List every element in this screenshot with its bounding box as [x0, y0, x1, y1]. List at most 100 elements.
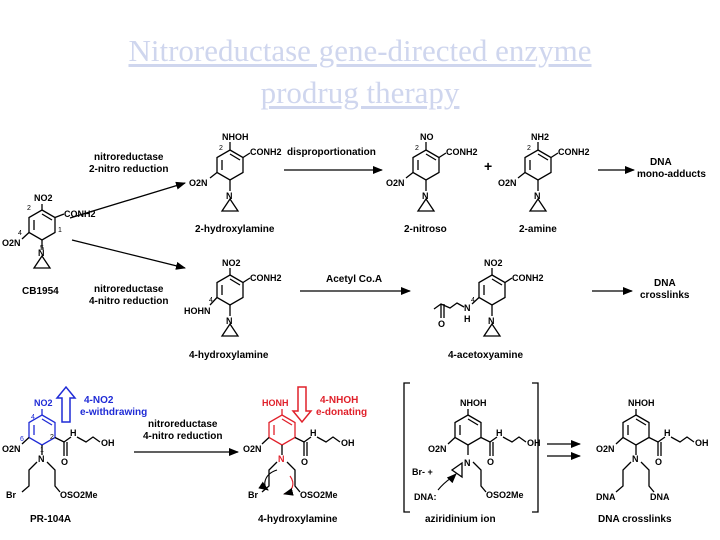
pr-104a-br: Br: [6, 490, 16, 500]
2-hydroxylamine-n: N: [226, 191, 233, 201]
4-hydroxylamine-hohn: HOHN: [184, 306, 211, 316]
aziridinium-nhoh: NHOH: [460, 398, 487, 408]
aziridinium-label: aziridinium ion: [425, 514, 496, 525]
crosslink-o2n: O2N: [596, 444, 615, 454]
arrow-4-nitro-reduction: [71, 239, 186, 270]
crosslink-h: H: [664, 428, 671, 438]
bottom-hydroxylamine-label: 4-hydroxylamine: [258, 514, 338, 525]
pr-104a-carbonyl-o: O: [61, 457, 68, 467]
2-nitroso-o2n: O2N: [386, 178, 405, 188]
aziridinium-h: H: [496, 428, 503, 438]
2-amine-nh2: NH2: [531, 132, 549, 142]
bracket-right: [532, 382, 539, 513]
bottom-hydroxylamine-oh: OH: [341, 438, 355, 448]
2-amine-label: 2-amine: [519, 224, 557, 235]
outcome-crosslinks-line1: DNA: [654, 278, 676, 289]
disproportionation-label: disproportionation: [287, 147, 376, 158]
pr-104a-pos-2: 2: [50, 434, 54, 441]
aziridinium-counter-ion: Br- +: [412, 467, 433, 477]
aziridinium-oh: OH: [527, 438, 541, 448]
dna-crosslinks-label: DNA crosslinks: [598, 514, 672, 525]
pr-104a-pos-6: 6: [20, 436, 24, 443]
4-acetoxyamine-nh-n: N: [464, 303, 471, 313]
4-acetoxyamine-pos: 4: [471, 297, 475, 304]
crosslink-nhoh: NHOH: [628, 398, 655, 408]
4-acetoxyamine-structure: NO2 CONH2 O N H N 4 4-acetoxyamine: [433, 258, 544, 361]
4-acetoxyamine-h: H: [464, 314, 471, 324]
dna-crosslinks-structure: NHOH O2N N H OH DNA DNA O DNA crosslinks: [596, 398, 709, 525]
2-nitroso-no: NO: [420, 132, 434, 142]
4-hydroxylamine-n: N: [226, 316, 233, 326]
pr-104a-o2n: O2N: [2, 444, 21, 454]
bottom-hydroxylamine-o2n: O2N: [243, 444, 262, 454]
step-2nitro-line2: 2-nitro reduction: [89, 164, 168, 175]
4-acetoxyamine-label: 4-acetoxyamine: [448, 350, 523, 361]
bottom-hydroxylamine-carbonyl-o: O: [301, 457, 308, 467]
aziridinium-ion-structure: NHOH O2N N H OH OSO2Me O Br- + DNA: azir…: [412, 398, 541, 525]
2-nitroso-n: N: [422, 191, 429, 201]
step-4nitro-line1: nitroreductase: [94, 284, 164, 295]
2-hydroxylamine-o2n: O2N: [189, 178, 208, 188]
bracket-left: [403, 382, 410, 513]
2-hydroxylamine-structure: NHOH CONH2 O2N N 2 2-hydroxylamine: [189, 132, 282, 235]
cb1954-pos-4: 4: [18, 230, 22, 237]
2-amine-pos: 2: [527, 145, 531, 152]
4-acetoxyamine-carbonyl-o: O: [438, 319, 445, 329]
2-hydroxylamine-nhoh: NHOH: [222, 132, 249, 142]
pr-104a-label: PR-104A: [30, 514, 71, 525]
aziridinium-nucleophile: DNA:: [414, 492, 437, 502]
bottom-hydroxylamine-h: H: [310, 428, 317, 438]
bottom-step-line2: 4-nitro reduction: [143, 431, 222, 442]
crosslink-dna-left: DNA: [596, 492, 616, 502]
acetyl-coa-label: Acetyl Co.A: [326, 274, 382, 285]
annotation-4-no2: 4-NO2: [84, 395, 114, 406]
outcome-crosslinks-line2: crosslinks: [640, 290, 690, 301]
pr-104a-no2: NO2: [34, 398, 53, 408]
2-amine-conh2: CONH2: [558, 147, 590, 157]
2-amine-n: N: [534, 191, 541, 201]
2-amine-structure: NH2 CONH2 O2N N 2 2-amine: [498, 132, 590, 235]
annotation-4-nhoh: 4-NHOH: [320, 395, 358, 406]
2-nitroso-structure: NO CONH2 O2N N 2 2-nitroso: [386, 132, 478, 235]
cb1954-pos-5: 5: [40, 245, 44, 252]
cb1954-pos-1: 1: [58, 227, 62, 234]
bottom-4-hydroxylamine-structure: HONH O2N N H OH Br OSO2Me O 4-hydroxylam…: [243, 398, 355, 525]
pr-104a-oh: OH: [101, 438, 115, 448]
4-hydroxylamine-no2: NO2: [222, 258, 241, 268]
2-amine-o2n: O2N: [498, 178, 517, 188]
aziridinium-n: N: [464, 458, 471, 468]
crosslink-oh: OH: [695, 438, 709, 448]
4-hydroxylamine-structure: NO2 CONH2 HOHN N 4 4-hydroxylamine: [184, 258, 282, 361]
pr-104a-h: H: [70, 428, 77, 438]
cb1954-label: CB1954: [22, 286, 59, 297]
arrow-2-nitro-reduction: [69, 181, 186, 219]
bottom-step-line1: nitroreductase: [148, 419, 218, 430]
outcome-mono-line2: mono-adducts: [637, 169, 706, 180]
outcome-mono-line1: DNA: [650, 157, 672, 168]
annotation-e-donating: e-donating: [316, 407, 367, 418]
pr-104a-pos-4: 4: [31, 414, 35, 421]
title-line-2: prodrug therapy: [260, 75, 460, 110]
aziridinium-oso2me: OSO2Me: [486, 490, 524, 500]
e-donating-arrow-icon: [291, 386, 313, 424]
2-nitroso-pos: 2: [415, 145, 419, 152]
pr-104a-pos-1: 1: [40, 447, 44, 454]
cb1954-o2n: O2N: [2, 238, 21, 248]
e-withdrawing-arrow-icon: [55, 385, 77, 423]
slide-title: Nitroreductase gene-directed enzyme prod…: [0, 30, 720, 114]
4-hydroxylamine-conh2: CONH2: [250, 273, 282, 283]
cb1954-aziridine-n: N: [38, 248, 45, 258]
pr-104a-n: N: [38, 454, 45, 464]
aziridinium-carbonyl-o: O: [487, 457, 494, 467]
crosslink-dna-right: DNA: [650, 492, 670, 502]
2-hydroxylamine-label: 2-hydroxylamine: [195, 224, 275, 235]
4-hydroxylamine-pos: 4: [209, 297, 213, 304]
4-acetoxyamine-no2: NO2: [484, 258, 503, 268]
pr-104a-structure: NO2 O2N N H OH Br OSO2Me O 4 6 2 1 PR-10…: [2, 398, 115, 525]
crosslink-n: N: [632, 454, 639, 464]
bottom-hydroxylamine-n: N: [278, 454, 285, 464]
4-hydroxylamine-label: 4-hydroxylamine: [189, 350, 269, 361]
step-2nitro-line1: nitroreductase: [94, 152, 164, 163]
2-hydroxylamine-pos: 2: [219, 145, 223, 152]
